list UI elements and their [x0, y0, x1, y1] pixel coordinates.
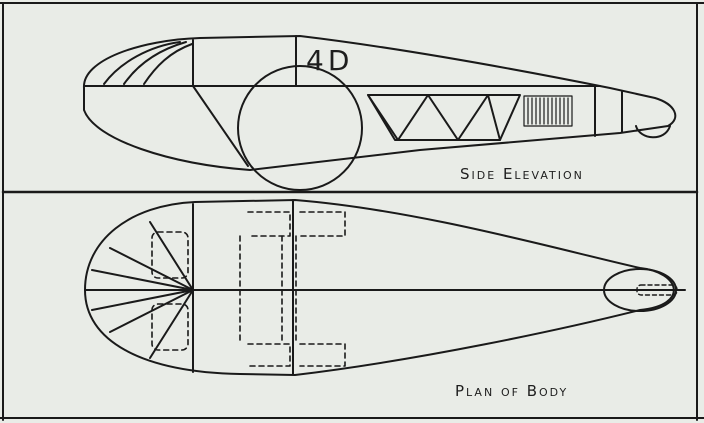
side-elevation-caption: Side Elevation [460, 165, 584, 183]
side-strut [192, 85, 249, 167]
windscreen-line-3 [143, 43, 193, 85]
model-label: 4D [306, 44, 354, 77]
plan-view [84, 199, 686, 376]
windscreen-line-1 [103, 41, 181, 85]
plan-tail-detail [636, 284, 678, 296]
tail-wheel [635, 125, 671, 139]
plan-view-caption: Plan of Body [455, 382, 569, 400]
plan-seats-dashed [151, 211, 346, 367]
windscreen-line-2 [123, 41, 187, 85]
side-wheel [237, 65, 363, 191]
plan-tail-cone [603, 268, 677, 312]
side-elevation-view [82, 35, 677, 191]
side-body-outline [82, 35, 677, 171]
plan-body-outline [84, 199, 675, 376]
side-truss-panel [367, 94, 521, 141]
radiator-grille [523, 95, 573, 127]
